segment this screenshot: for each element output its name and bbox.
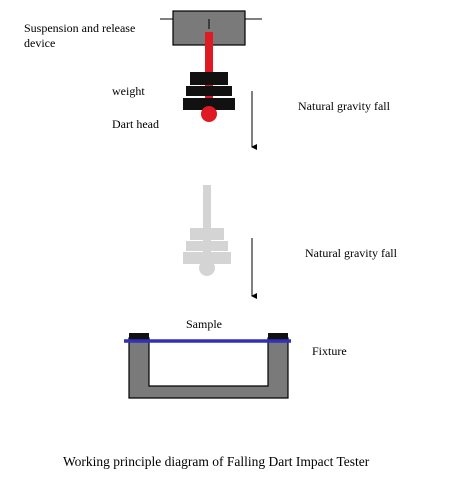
weight-label: weight xyxy=(112,84,145,98)
sample-label: Sample xyxy=(186,317,222,331)
fall-label-1: Natural gravity fall xyxy=(298,99,390,113)
weight-block-2 xyxy=(186,86,232,96)
ghost-weight-block-1 xyxy=(190,228,224,240)
fixture-label: Fixture xyxy=(312,344,347,358)
dart-head xyxy=(201,106,217,122)
suspension-label-line2: device xyxy=(24,36,56,50)
ghost-dart-head xyxy=(199,260,215,276)
fixture xyxy=(128,333,289,399)
ghost-dart-rod xyxy=(203,185,211,263)
fixture-clamp-left xyxy=(129,333,149,340)
suspension-label-line1: Suspension and release xyxy=(24,21,136,35)
dart-falling-ghost xyxy=(183,185,231,276)
ghost-weight-block-2 xyxy=(186,241,228,251)
weight-block-1 xyxy=(190,72,228,85)
dart-head-label: Dart head xyxy=(112,117,159,131)
ghost-weight-block-3 xyxy=(183,252,231,264)
weight-block-3 xyxy=(183,98,235,110)
dart-top xyxy=(183,32,235,122)
fall-label-2: Natural gravity fall xyxy=(305,246,397,260)
diagram-caption: Working principle diagram of Falling Dar… xyxy=(63,454,370,469)
fixture-clamp-right xyxy=(268,333,288,340)
fixture-body xyxy=(128,337,289,399)
